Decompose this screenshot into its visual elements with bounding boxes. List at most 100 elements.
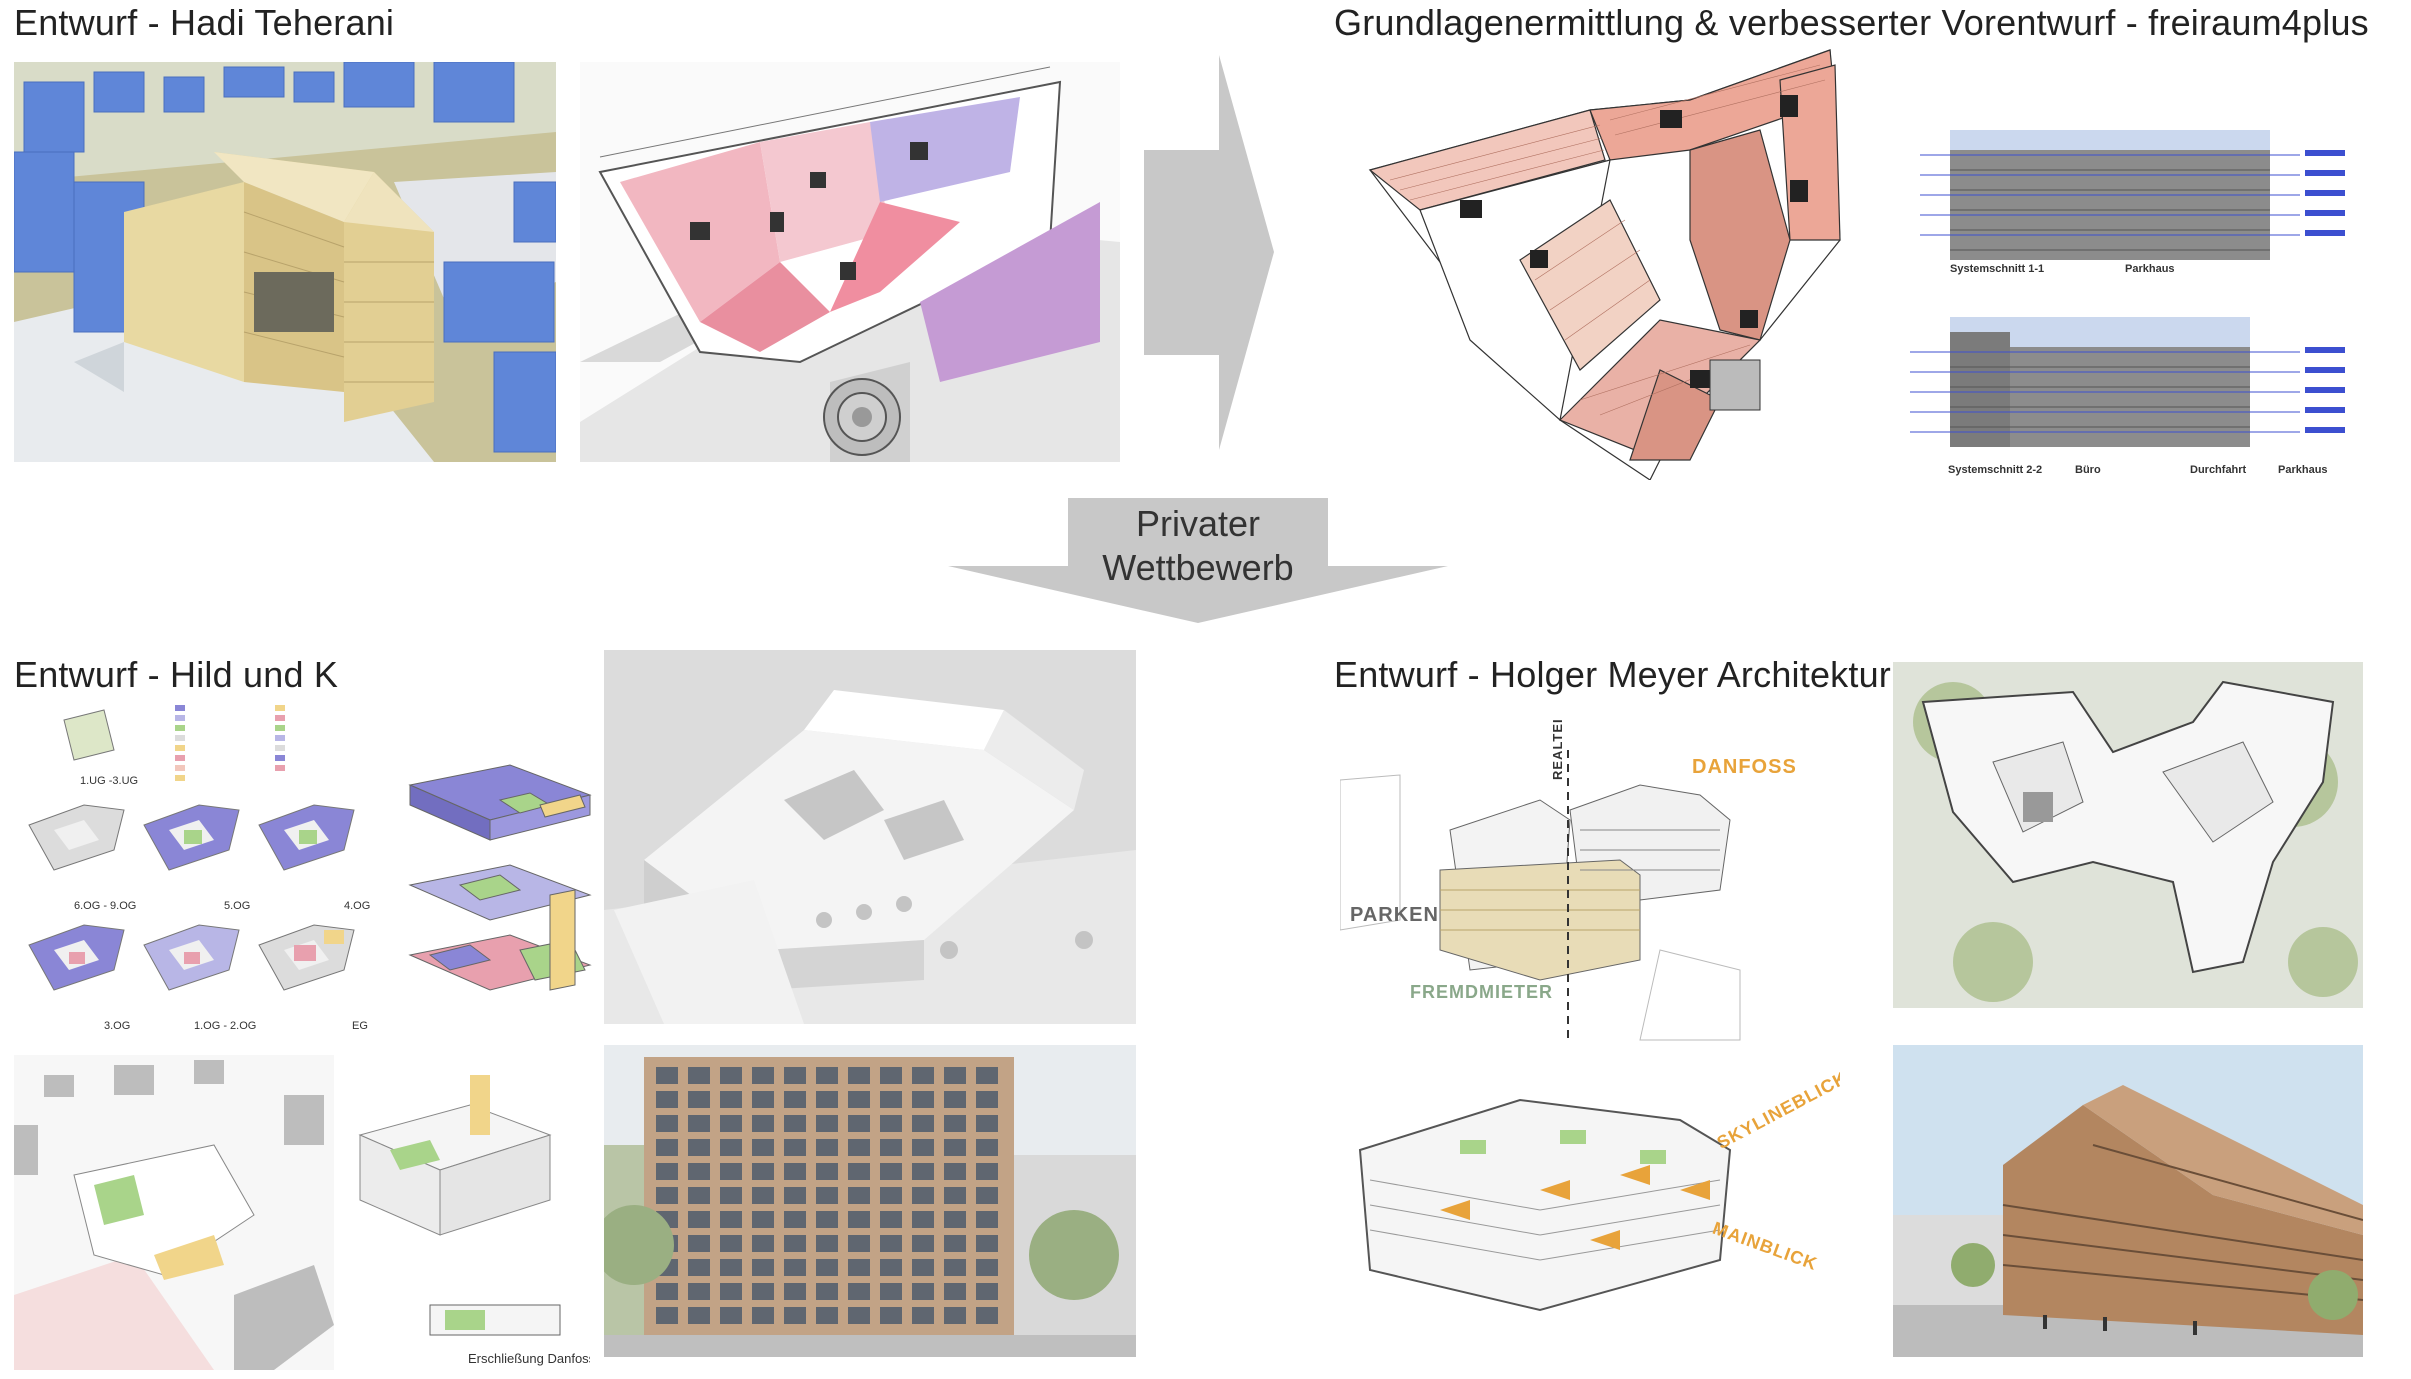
hild-access-image [350,1055,590,1370]
teherani-site-plan [580,62,1120,462]
facade-window [784,1211,806,1228]
facade-window [944,1139,966,1156]
floor-label-4og: 4.OG [344,900,371,912]
label-danfoss: DANFOSS [1692,756,1797,778]
section-1-image [1910,125,2370,275]
facade-window [848,1187,870,1204]
facade-window [784,1163,806,1180]
facade-window [976,1115,998,1132]
facade-window [880,1283,902,1300]
facade-window [752,1211,774,1228]
freiraum-plan-image [1368,49,1841,480]
meyer-street-image [1893,1045,2363,1357]
hild-facade-rendering [604,1045,1136,1357]
teherani-rendering-image [14,62,556,462]
facade-window [912,1235,934,1252]
teherani-plan-image [580,62,1120,462]
facade-window [720,1259,742,1276]
hild-model-image [604,650,1136,1024]
floor-label-3og: 3.OG [104,1020,131,1030]
facade-window [752,1139,774,1156]
facade-window [880,1139,902,1156]
facade-window [880,1307,902,1324]
facade-window [880,1259,902,1276]
hild-access-diagram: Erschließung Danfoss [350,1055,590,1370]
facade-window [848,1235,870,1252]
facade-window [752,1283,774,1300]
facade-window [912,1163,934,1180]
facade-window [848,1307,870,1324]
floor-label-6og-9og: 6.OG - 9.OG [74,900,137,912]
label-parken: PARKEN [1350,904,1439,926]
facade-window [752,1307,774,1324]
facade-window [720,1283,742,1300]
section-2-part-buero: Büro [2075,464,2101,476]
facade-window [944,1259,966,1276]
facade-window [912,1067,934,1084]
facade-window [720,1067,742,1084]
facade-window [688,1307,710,1324]
facade-window [880,1163,902,1180]
floor-label-ug: 1.UG -3.UG [80,775,139,787]
facade-window [816,1139,838,1156]
facade-window [688,1259,710,1276]
facade-window [912,1283,934,1300]
facade-window [784,1283,806,1300]
facade-window [944,1235,966,1252]
facade-window [944,1091,966,1108]
facade-window [944,1067,966,1084]
down-arrow-icon [948,498,1448,623]
facade-window [976,1307,998,1324]
facade-window [720,1211,742,1228]
hild-axon-image [408,764,592,991]
label-realteilung: REALTEILUNG [1550,720,1565,780]
freiraum-section-1: Systemschnitt 1-1 Parkhaus [1910,125,2370,275]
facade-window [656,1163,678,1180]
transition-label: Privater Wettbewerb [1068,502,1328,590]
transition-label-line2: Wettbewerb [1102,547,1294,588]
facade-window [848,1067,870,1084]
hild-legend-swatches [175,705,285,781]
facade-window [848,1115,870,1132]
facade-window [912,1091,934,1108]
floor-label-1og-2og: 1.OG - 2.OG [194,1020,257,1030]
meyer-street-rendering [1893,1045,2363,1357]
hild-floor-diagrams: 1.UG -3.UG 6.OG - 9.OG 5.OG 4.OG 3.OG 1.… [14,700,374,1030]
facade-window [720,1187,742,1204]
facade-window [976,1091,998,1108]
hild-model-photo [604,650,1136,1024]
teherani-rendering [14,62,556,462]
heading-meyer: Entwurf - Holger Meyer Architektur [1334,654,1891,695]
facade-window [848,1283,870,1300]
facade-window [944,1307,966,1324]
facade-window [688,1235,710,1252]
facade-window [784,1139,806,1156]
meyer-aerial-plan [1893,662,2363,1008]
facade-window [688,1139,710,1156]
hild-site-diagram [14,1055,334,1370]
section-2-label: Systemschnitt 2-2 [1948,464,2043,476]
facade-window [752,1091,774,1108]
hild-facade-image [604,1045,1136,1357]
facade-window [816,1187,838,1204]
hild-legend [170,700,380,790]
facade-window [848,1211,870,1228]
facade-window [688,1187,710,1204]
facade-window [944,1115,966,1132]
heading-freiraum: Grundlagenermittlung & verbesserter Vore… [1334,2,2369,43]
facade-window [688,1115,710,1132]
facade-window [688,1211,710,1228]
facade-window [912,1307,934,1324]
facade-window [752,1187,774,1204]
facade-window [656,1067,678,1084]
facade-window [752,1067,774,1084]
hild-axonometric [400,745,600,1030]
access-diagram-caption: Erschließung Danfoss [468,1351,590,1366]
facade-window [912,1187,934,1204]
facade-window [976,1283,998,1300]
facade-window [784,1115,806,1132]
facade-window [976,1163,998,1180]
freiraum-floor-plan [1360,40,1880,480]
facade-window [784,1091,806,1108]
meyer-concept-image [1340,720,1820,1050]
